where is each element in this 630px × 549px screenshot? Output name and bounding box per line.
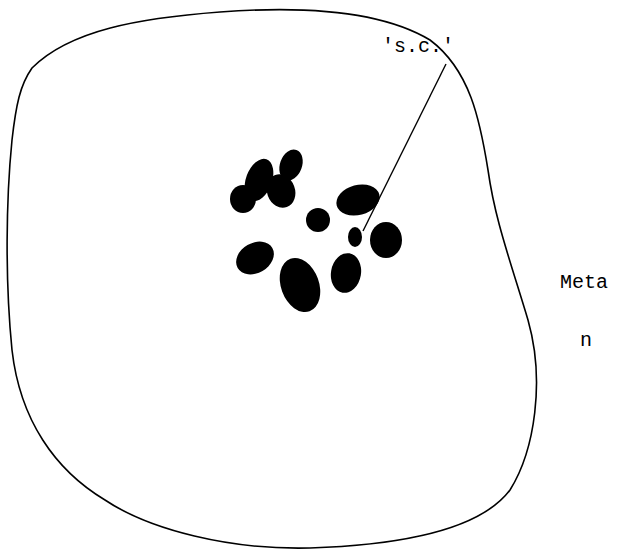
callout-label: 's.c.'	[382, 36, 454, 58]
chromosome	[230, 185, 256, 213]
chromosome	[273, 252, 328, 318]
stage-label: Meta	[560, 272, 608, 294]
chromosome	[370, 222, 402, 258]
small-chromosome	[348, 227, 362, 247]
chromosome	[230, 235, 280, 281]
chromosome	[333, 180, 383, 220]
count-label: n	[580, 330, 592, 352]
chromosome	[306, 208, 330, 232]
chromosome	[328, 251, 364, 296]
cell-outline	[7, 10, 536, 549]
chromosomes	[230, 146, 402, 318]
chromosome	[262, 170, 300, 212]
leader-line	[363, 64, 446, 231]
